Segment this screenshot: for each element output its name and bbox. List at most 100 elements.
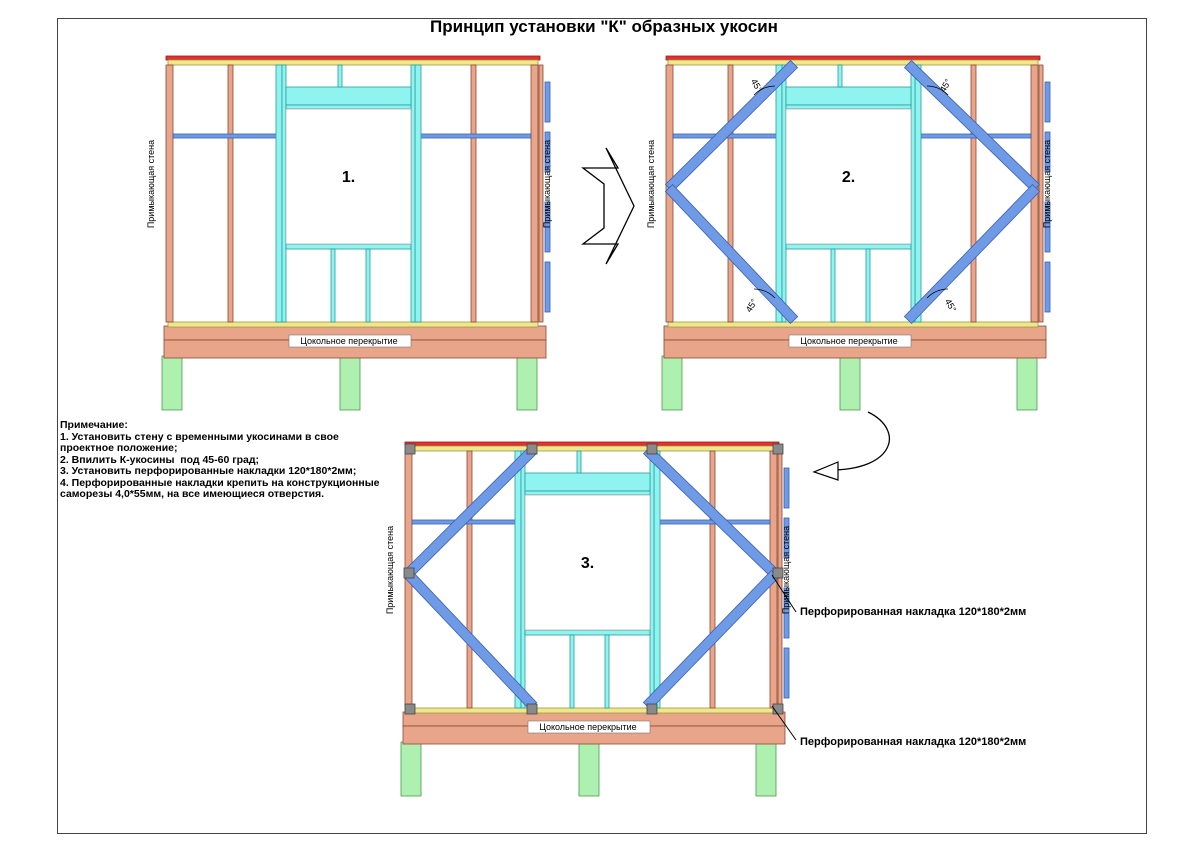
adjoining-wall-segment xyxy=(1044,131,1051,173)
right-wall-label: Примыкающая стена xyxy=(542,140,552,228)
note-item: 4. Перфорированные накладки крепить на к… xyxy=(60,476,383,500)
right-wall-label: Примыкающая стена xyxy=(781,526,791,614)
blocking xyxy=(415,133,532,139)
window-king-stud xyxy=(914,64,922,323)
end-stud-outer xyxy=(1038,64,1044,323)
foundation-pile xyxy=(1016,355,1038,411)
adjoining-wall-segment xyxy=(544,131,551,173)
note-item: 2. Впилить К-укосины под 45-60 град; xyxy=(60,453,260,466)
adjoining-wall-segment xyxy=(544,261,551,313)
k-brace-left-lower xyxy=(664,183,799,325)
adjoining-wall-segment xyxy=(783,587,790,639)
foundation-pile xyxy=(161,355,183,411)
callout-lower-label: Перфорированная накладка 120*180*2мм xyxy=(800,736,1027,748)
perforated-plate xyxy=(403,567,415,579)
floor-label: Цокольное перекрытие xyxy=(800,336,897,346)
window-sill xyxy=(785,243,912,250)
window-header xyxy=(785,86,912,106)
callout-leader-upper xyxy=(771,574,797,613)
angle-label: 45° xyxy=(744,297,760,314)
window-cripple-stud xyxy=(330,248,336,323)
adjoining-wall-segment xyxy=(1044,81,1051,123)
top-plate-red xyxy=(165,55,541,61)
curved-arrow-head-icon xyxy=(812,461,839,481)
top-plate-red xyxy=(404,441,780,447)
window-jack-stud xyxy=(781,64,787,323)
floor-label-bg xyxy=(788,334,912,348)
left-wall-label: Примыкающая стена xyxy=(646,140,656,228)
angle-arc xyxy=(926,85,949,96)
floor-label: Цокольное перекрытие xyxy=(300,336,397,346)
perforated-plate xyxy=(646,443,658,455)
end-stud-outer xyxy=(538,64,544,323)
window-header-plate xyxy=(285,104,412,110)
notes-heading: Примечание: xyxy=(60,419,128,431)
end-stud xyxy=(530,64,539,323)
window-sill xyxy=(524,629,651,636)
window-cripple-stud xyxy=(830,248,836,323)
window-cripple-stud xyxy=(365,248,371,323)
foundation-pile xyxy=(661,355,683,411)
adjoining-wall-segment xyxy=(783,467,790,509)
window-header-plate xyxy=(785,104,912,110)
note-item: 1. Установить стену с временными укосина… xyxy=(60,430,342,454)
blocking xyxy=(172,133,279,139)
intermediate-stud xyxy=(727,64,734,323)
k-brace-left-upper xyxy=(664,59,799,193)
adjoining-wall-segment xyxy=(783,647,790,699)
drawing-sheet xyxy=(57,18,1147,834)
window-opening xyxy=(285,108,412,245)
window-sill xyxy=(285,243,412,250)
window-header xyxy=(524,472,651,492)
window-header-cripple xyxy=(576,450,582,474)
window-king-stud xyxy=(275,64,283,323)
adjoining-wall-segment xyxy=(544,81,551,123)
panel-number: 3. xyxy=(581,555,594,572)
foundation-pile xyxy=(339,355,361,411)
k-brace-right-lower xyxy=(903,183,1041,325)
hollow-arrow-icon xyxy=(581,147,635,265)
window-header-cripple xyxy=(337,64,343,88)
intermediate-stud xyxy=(227,64,234,323)
floor-label-bg xyxy=(288,334,412,348)
bottom-plate xyxy=(406,707,778,714)
page-title: Принцип установки "К" образных укосин xyxy=(430,17,778,36)
callout-leader-lower xyxy=(771,705,797,741)
perforated-plate xyxy=(404,443,416,455)
window-jack-stud xyxy=(410,64,416,323)
foundation-pile xyxy=(578,741,600,797)
top-plate xyxy=(167,59,539,66)
window-king-stud xyxy=(414,64,422,323)
floor-label-bg xyxy=(527,720,651,734)
top-plate xyxy=(667,59,1039,66)
right-wall-label: Примыкающая стена xyxy=(1042,140,1052,228)
perforated-plate xyxy=(772,567,784,579)
adjoining-wall-segment xyxy=(783,517,790,559)
window-king-stud xyxy=(514,450,522,709)
bottom-plate xyxy=(667,321,1039,328)
angle-label: 45° xyxy=(943,297,959,314)
perforated-plate xyxy=(772,443,784,455)
foundation-pile xyxy=(400,741,422,797)
adjoining-wall-segment xyxy=(1044,261,1051,313)
top-plate xyxy=(406,445,778,452)
callout-upper-label: Перфорированная накладка 120*180*2мм xyxy=(800,606,1027,618)
top-plate-red xyxy=(665,55,1041,61)
foundation-pile xyxy=(755,741,777,797)
notes-block: Примечание: 1. Установить стену с времен… xyxy=(60,419,390,501)
panel-number: 1. xyxy=(342,169,355,186)
angle-arc xyxy=(753,288,776,299)
intermediate-stud xyxy=(466,450,473,709)
intermediate-stud xyxy=(970,64,977,323)
window-cripple-stud xyxy=(865,248,871,323)
window-header-cripple xyxy=(837,64,843,88)
end-stud xyxy=(165,64,174,323)
window-jack-stud xyxy=(649,450,655,709)
bottom-plate xyxy=(167,321,539,328)
window-opening xyxy=(524,494,651,631)
angle-label: 45° xyxy=(938,77,954,94)
foundation-pile xyxy=(516,355,538,411)
window-king-stud xyxy=(653,450,661,709)
